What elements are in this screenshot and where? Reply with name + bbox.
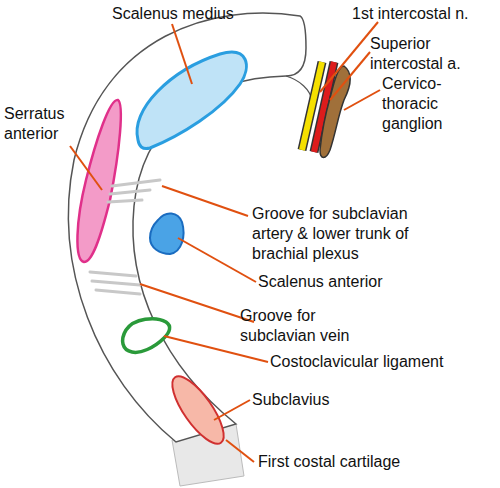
leader-line: [70, 146, 102, 190]
groove-mark: [90, 272, 136, 276]
subclavius-attachment: [164, 369, 233, 451]
leader-line: [214, 400, 250, 420]
costoclavicular-ligament-attachment: [123, 319, 170, 353]
part-label: Subclavius: [252, 390, 372, 410]
groove-mark: [108, 200, 142, 202]
leader-line: [320, 22, 378, 92]
part-label: Serratus anterior: [4, 104, 84, 144]
groove-mark: [110, 190, 150, 194]
scalenus-anterior-attachment: [150, 213, 184, 254]
rib-neck: [286, 76, 312, 100]
part-label: First costal cartilage: [258, 452, 458, 472]
part-label: Costoclavicular ligament: [270, 352, 480, 372]
subclavian-vein-groove: [90, 272, 140, 294]
subclavian-artery-groove: [108, 180, 160, 202]
leader-line: [178, 238, 256, 282]
part-label: Cervico- thoracic ganglion: [382, 74, 462, 134]
groove-mark: [96, 290, 140, 294]
part-label: Scalenus anterior: [258, 272, 408, 292]
scalenus-medius-attachment: [137, 52, 246, 148]
part-label: Scalenus medius: [112, 4, 252, 24]
cervicothoracic-ganglion: [320, 66, 350, 158]
leader-line: [140, 284, 254, 322]
part-label: Groove for subclavian vein: [240, 306, 370, 346]
leader-line: [162, 186, 248, 216]
leader-line: [226, 440, 254, 462]
leader-line: [330, 52, 370, 100]
groove-mark: [112, 180, 160, 186]
serratus-anterior-attachment: [77, 100, 120, 262]
leader-line: [172, 24, 192, 84]
part-label: Groove for subclavian artery & lower tru…: [252, 204, 432, 264]
part-label: Superior intercostal a.: [370, 34, 500, 74]
part-label: 1st intercostal n.: [352, 4, 500, 24]
leader-line: [344, 90, 380, 110]
groove-mark: [92, 281, 140, 285]
